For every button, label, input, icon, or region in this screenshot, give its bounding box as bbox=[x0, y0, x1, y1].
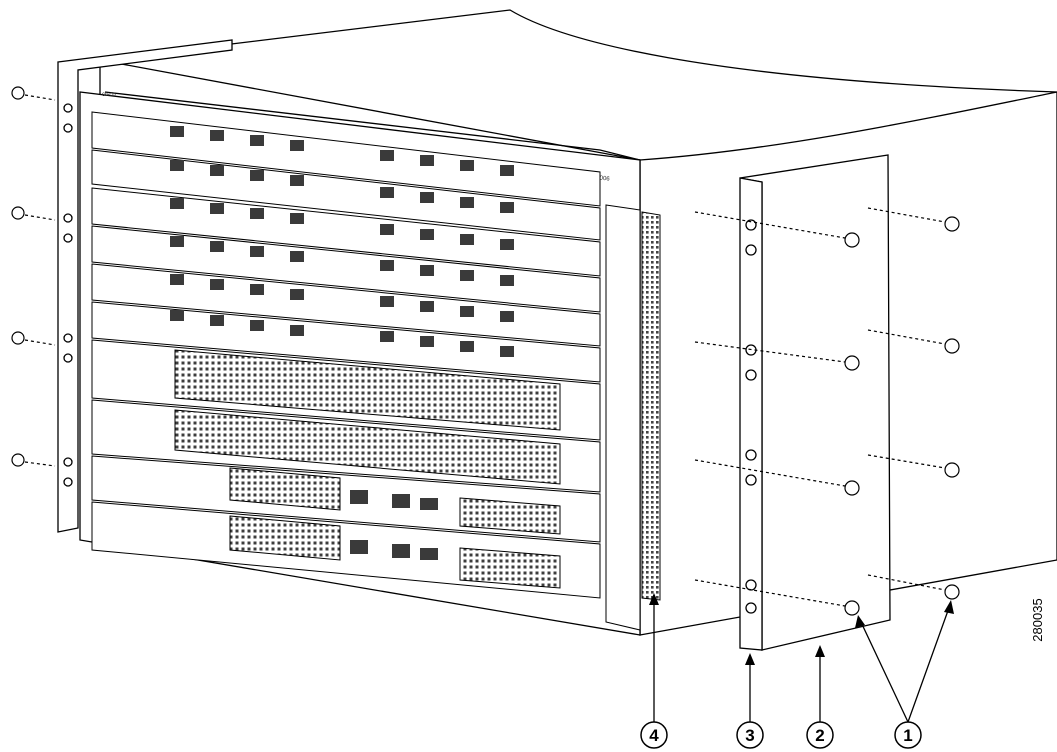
callout-leaders bbox=[649, 593, 954, 723]
leader-1a bbox=[859, 619, 909, 723]
callout-3: 3 bbox=[736, 721, 764, 749]
port-modules bbox=[91, 111, 601, 599]
svg-text:1: 1 bbox=[903, 726, 912, 745]
figure-id: 280035 bbox=[1030, 598, 1045, 641]
left-screws bbox=[11, 86, 56, 467]
svg-text:2: 2 bbox=[815, 726, 824, 745]
svg-text:4: 4 bbox=[649, 726, 659, 745]
callout-1: 1 bbox=[894, 721, 922, 749]
callout-2: 2 bbox=[806, 721, 834, 749]
side-vent bbox=[605, 204, 661, 631]
cisco-logo-text: cisco bbox=[102, 92, 116, 98]
rack-mount-bracket bbox=[739, 154, 891, 651]
left-rack-ear bbox=[57, 39, 233, 533]
leader-1b bbox=[907, 604, 951, 723]
callout-4: 4 bbox=[640, 721, 668, 749]
bracket-screws bbox=[694, 207, 960, 616]
svg-text:3: 3 bbox=[745, 726, 754, 745]
